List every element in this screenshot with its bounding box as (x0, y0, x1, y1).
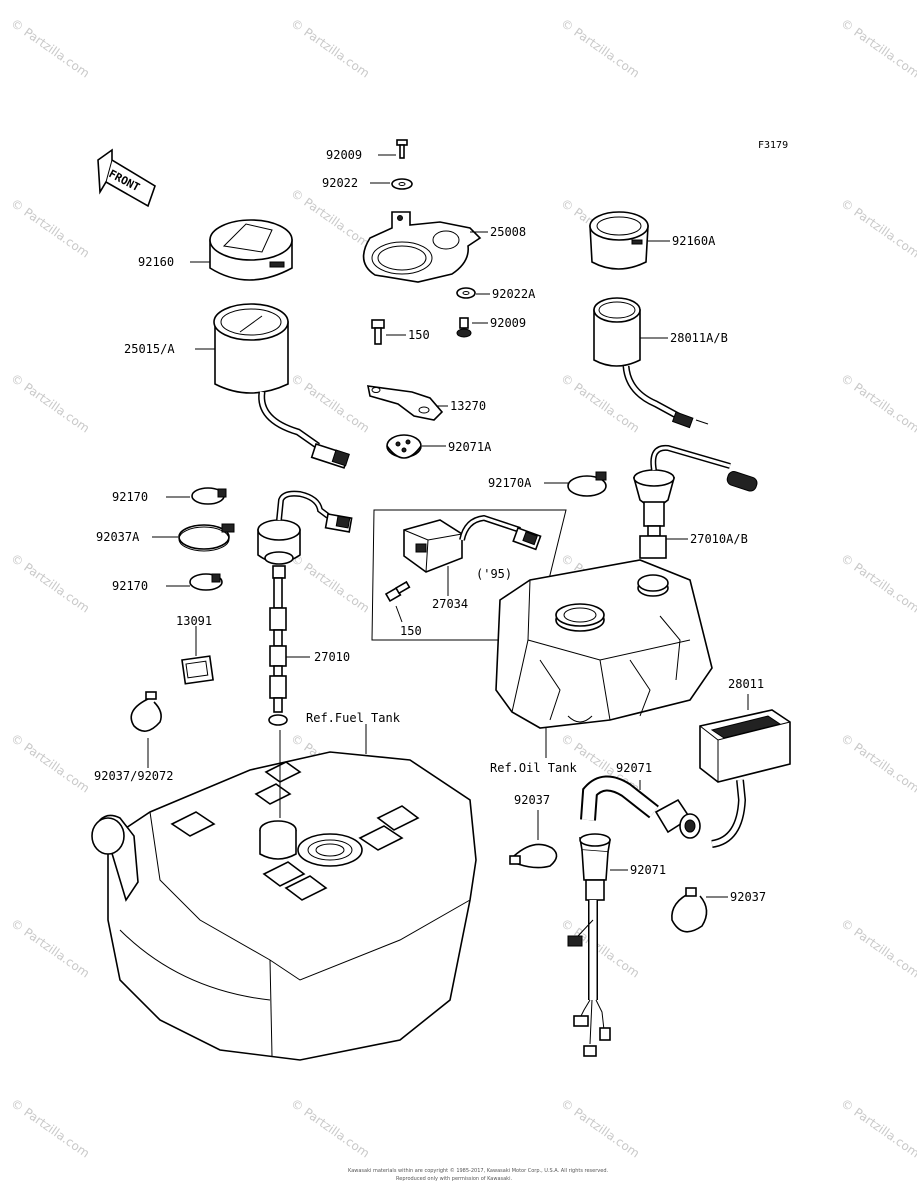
label-13091: 13091 (176, 614, 212, 628)
label-150-top: 150 (408, 328, 430, 342)
label-92160A: 92160A (672, 234, 716, 248)
label-92009-mid: 92009 (490, 316, 526, 330)
bolt-92009-mid (456, 317, 472, 338)
meter-28011 (699, 694, 791, 848)
bolt-150-top (371, 319, 385, 345)
label-92071A: 92071A (448, 440, 492, 454)
watermark: © Partzilla.com (8, 731, 92, 796)
label-92037-92072: 92037/92072 (94, 769, 173, 783)
meter-cover-92160 (209, 219, 293, 281)
label-92037-2: 92037 (730, 890, 766, 904)
label-95: ('95) (476, 567, 512, 581)
label-28011: 28011 (728, 677, 764, 691)
watermark: © Partzilla.com (288, 16, 372, 81)
label-ref-oil-tank: Ref.Oil Tank (490, 761, 577, 775)
label-92022A: 92022A (492, 287, 536, 301)
watermark: © Partzilla.com (8, 1096, 92, 1161)
watermark: © Partzilla.com (558, 1096, 642, 1161)
footer-permission: Reproduced only with permission of Kawas… (396, 1176, 512, 1182)
oil-tank (495, 559, 713, 758)
watermark: © Partzilla.com (288, 551, 372, 616)
label-92160: 92160 (138, 255, 174, 269)
label-13270: 13270 (450, 399, 486, 413)
watermark: © Partzilla.com (288, 186, 372, 251)
label-92071-2: 92071 (630, 863, 666, 877)
label-27034: 27034 (432, 597, 468, 611)
clamp-92037A (178, 523, 235, 552)
label-25008: 25008 (490, 225, 526, 239)
fuel-gauge-sender-92071 (567, 833, 611, 1057)
washer-92022 (391, 178, 413, 190)
label-92170-2: 92170 (112, 579, 148, 593)
watermark: © Partzilla.com (838, 16, 917, 81)
label-92037A: 92037A (96, 530, 140, 544)
oil-sender-27010AB (632, 444, 758, 559)
watermark: © Partzilla.com (8, 196, 92, 261)
fuel-tank (91, 724, 477, 1061)
label-28011AB: 28011A/B (670, 331, 728, 345)
watermark: © Partzilla.com (8, 371, 92, 436)
label-27010AB: 27010A/B (690, 532, 748, 546)
clamp-92170A (567, 471, 607, 497)
label-92022: 92022 (322, 176, 358, 190)
watermark: © Partzilla.com (838, 916, 917, 981)
watermark: © Partzilla.com (8, 16, 92, 81)
watermark: © Partzilla.com (558, 916, 642, 981)
bolt-92009-top (396, 139, 408, 159)
grommet-92071-1 (580, 775, 701, 839)
meter-cover-92160A (589, 211, 649, 270)
watermark: © Partzilla.com (838, 551, 917, 616)
label-92071-1: 92071 (616, 761, 652, 775)
band-92037-2 (671, 887, 708, 933)
watermark: © Partzilla.com (8, 551, 92, 616)
watermark: © Partzilla.com (8, 916, 92, 981)
label-92170A: 92170A (488, 476, 532, 490)
watermark: © Partzilla.com (838, 1096, 917, 1161)
label-27010: 27010 (314, 650, 350, 664)
label-92037-1: 92037 (514, 793, 550, 807)
watermark: © Partzilla.com (558, 16, 642, 81)
watermark: © Partzilla.com (288, 1096, 372, 1161)
bracket-13270 (366, 385, 444, 421)
clamp-92170-1 (191, 487, 227, 505)
part-13091 (181, 626, 214, 685)
meter-bracket-25008 (362, 211, 482, 283)
label-150-box: 150 (400, 624, 422, 638)
fuel-sender-27010 (257, 490, 353, 726)
band-92037-92072 (130, 691, 162, 768)
gauge-28011AB (593, 297, 709, 429)
clamp-92170-2 (189, 573, 223, 591)
watermark: © Partzilla.com (838, 196, 917, 261)
watermark: © Partzilla.com (838, 371, 917, 436)
front-arrow-icon: FRONT (97, 148, 156, 208)
label-25015A: 25015/A (124, 342, 175, 356)
grommet-92071A (386, 434, 422, 459)
label-92170-1: 92170 (112, 490, 148, 504)
figure-code: F3179 (758, 140, 788, 151)
watermark: © Partzilla.com (288, 371, 372, 436)
footer-copyright: Kawasaki materials within are copyright … (348, 1167, 609, 1174)
watermark: © Partzilla.com (838, 731, 917, 796)
speedometer-25015 (213, 303, 350, 469)
band-92037-1 (509, 810, 558, 869)
label-92009-top: 92009 (326, 148, 362, 162)
label-ref-fuel-tank: Ref.Fuel Tank (306, 711, 401, 725)
washer-92022A (456, 287, 476, 299)
